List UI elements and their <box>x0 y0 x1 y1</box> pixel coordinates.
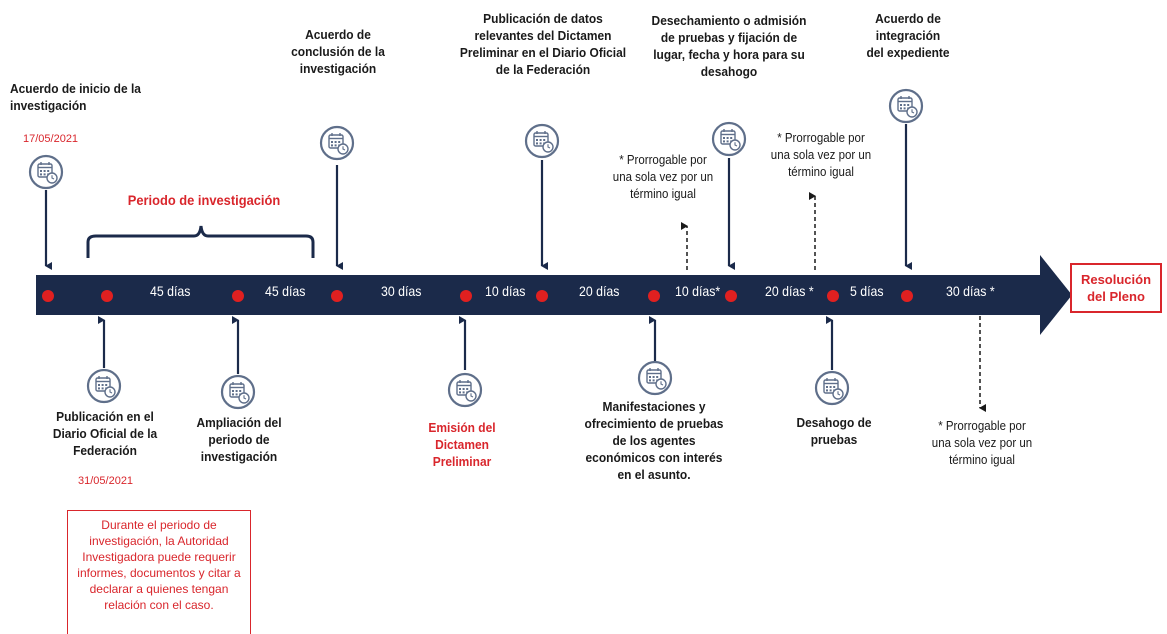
calendar-clock-icon <box>814 370 850 406</box>
calendar-clock-icon <box>524 123 560 159</box>
duration-label: 30 días <box>381 283 422 299</box>
note-prorrogable-3: * Prorrogable por una sola vez por un té… <box>931 419 1033 467</box>
label-ampliacion: Ampliación del periodo de investigación <box>196 415 282 464</box>
duration-label: 45 días <box>150 283 191 299</box>
timeline-dot <box>536 290 548 302</box>
timeline-dot <box>42 290 54 302</box>
timeline-dot <box>331 290 343 302</box>
calendar-clock-icon <box>28 154 64 190</box>
calendar-clock-icon <box>711 121 747 157</box>
duration-label: 45 días <box>265 283 306 299</box>
timeline-dot <box>460 290 472 302</box>
calendar-clock-icon <box>319 125 355 161</box>
calendar-clock-icon <box>888 88 924 124</box>
timeline-dot <box>101 290 113 302</box>
label-emision: Emisión del Dictamen Preliminar <box>428 420 496 469</box>
info-box: Durante el periodo de investigación, la … <box>67 510 251 634</box>
calendar-clock-icon <box>447 372 483 408</box>
duration-label: 10 días* <box>675 283 721 299</box>
label-publicacion-dof: Publicación en el Diario Oficial de la F… <box>52 409 158 458</box>
label-manifestaciones: Manifestaciones y ofrecimiento de prueba… <box>584 399 724 482</box>
duration-label: 5 días <box>850 283 884 299</box>
note-prorrogable-1: * Prorrogable por una sola vez por un té… <box>612 153 714 201</box>
timeline-dot <box>648 290 660 302</box>
period-brace <box>86 225 315 258</box>
timeline-dots <box>42 290 913 302</box>
label-publicacion-dictamen: Publicación de datos relevantes del Dict… <box>459 11 627 77</box>
calendar-icons <box>28 88 924 410</box>
duration-label: 30 días * <box>946 283 995 299</box>
label-integracion: Acuerdo de integración del expediente <box>866 11 950 60</box>
timeline-dot <box>827 290 839 302</box>
dashed-arrows <box>681 192 986 412</box>
label-desahogo: Desahogo de pruebas <box>796 415 872 447</box>
calendar-clock-icon <box>86 368 122 404</box>
date-inicio: 17/05/2021 <box>23 133 79 145</box>
label-desechamiento: Desechamiento o admisión de pruebas y fi… <box>651 13 807 79</box>
duration-label: 20 días <box>579 283 620 299</box>
calendar-clock-icon <box>220 374 256 410</box>
resolution-box: Resolución del Pleno <box>1070 263 1162 313</box>
date-publicacion-dof: 31/05/2021 <box>78 475 134 487</box>
duration-label: 10 días <box>485 283 526 299</box>
connectors <box>44 124 912 374</box>
duration-label: 20 días * <box>765 283 814 299</box>
timeline-bar <box>36 255 1072 335</box>
label-inicio: Acuerdo de inicio de la investigación <box>10 81 141 113</box>
timeline-dot <box>901 290 913 302</box>
calendar-clock-icon <box>637 360 673 396</box>
label-periodo-investigacion: Periodo de investigación <box>127 192 281 208</box>
timeline-dot <box>725 290 737 302</box>
timeline-dot <box>232 290 244 302</box>
note-prorrogable-2: * Prorrogable por una sola vez por un té… <box>770 131 872 179</box>
label-conclusion: Acuerdo de conclusión de la investigació… <box>291 27 385 76</box>
